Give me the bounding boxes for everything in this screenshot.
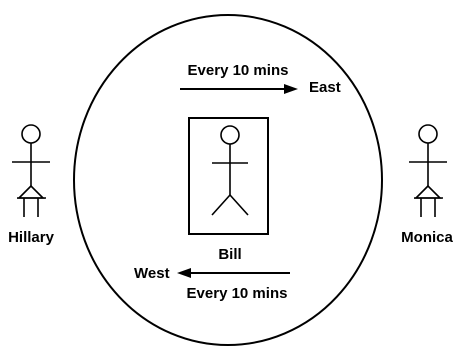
monica-label: Monica [401, 229, 453, 246]
east-arrow-head [284, 84, 298, 94]
monica-stick-figure [409, 125, 447, 217]
hillary-label: Hillary [8, 229, 55, 246]
west-label: West [134, 265, 170, 282]
west-arrow-head [177, 268, 191, 278]
bill-box [189, 118, 268, 234]
bottom-arrow-label: Every 10 mins [187, 285, 288, 302]
hillary-stick-figure [12, 125, 50, 217]
east-label: East [309, 79, 341, 96]
bill-stick-figure [212, 126, 248, 215]
top-arrow-label: Every 10 mins [188, 62, 289, 79]
bill-label: Bill [218, 246, 241, 263]
